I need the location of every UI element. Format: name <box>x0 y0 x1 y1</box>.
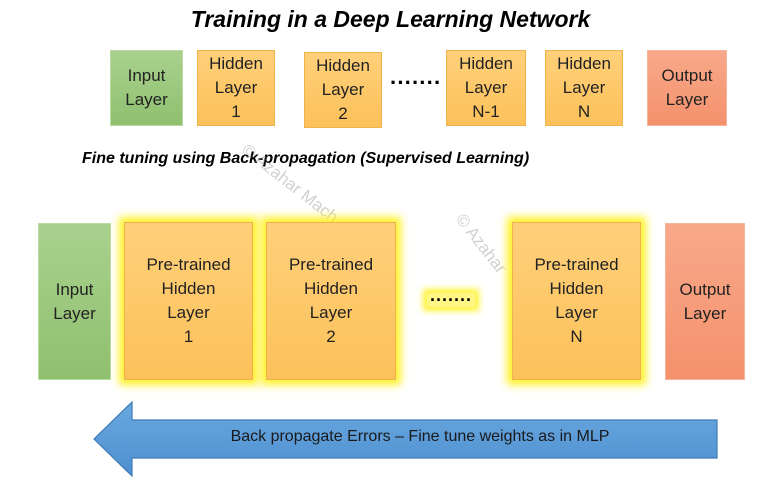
top-input-layer: Input Layer <box>110 50 183 126</box>
left-arrow-icon <box>93 400 718 478</box>
diagram-title-text: Training in a Deep Learning Network <box>190 6 591 32</box>
top-hidden-layer-2: Hidden Layer 2 <box>304 52 382 128</box>
bottom-input-layer: Input Layer <box>38 223 111 380</box>
top-hidden-layer-n-1: Hidden Layer N-1 <box>446 50 526 126</box>
top-ellipsis: ······· <box>390 70 442 95</box>
top-hidden-layer-1: Hidden Layer 1 <box>197 50 275 126</box>
subtitle: Fine tuning using Back-propagation (Supe… <box>82 150 530 167</box>
top-hidden-layer-n: Hidden Layer N <box>545 50 623 126</box>
back-propagate-arrow <box>93 400 718 478</box>
diagram-title: Training in a Deep Learning Network <box>0 6 781 33</box>
top-output-layer: Output Layer <box>647 50 727 126</box>
pretrained-hidden-layer-2: Pre-trained Hidden Layer 2 <box>266 222 396 380</box>
bottom-ellipsis: ······· <box>427 290 475 310</box>
bottom-ellipsis-text: ······· <box>430 290 472 310</box>
pretrained-hidden-layer-n: Pre-trained Hidden Layer N <box>512 222 641 380</box>
pretrained-hidden-layer-1: Pre-trained Hidden Layer 1 <box>124 222 253 380</box>
watermark-2: © Azahar <box>452 210 511 278</box>
bottom-output-layer: Output Layer <box>665 223 745 380</box>
arrow-label: Back propagate Errors – Fine tune weight… <box>230 428 610 445</box>
